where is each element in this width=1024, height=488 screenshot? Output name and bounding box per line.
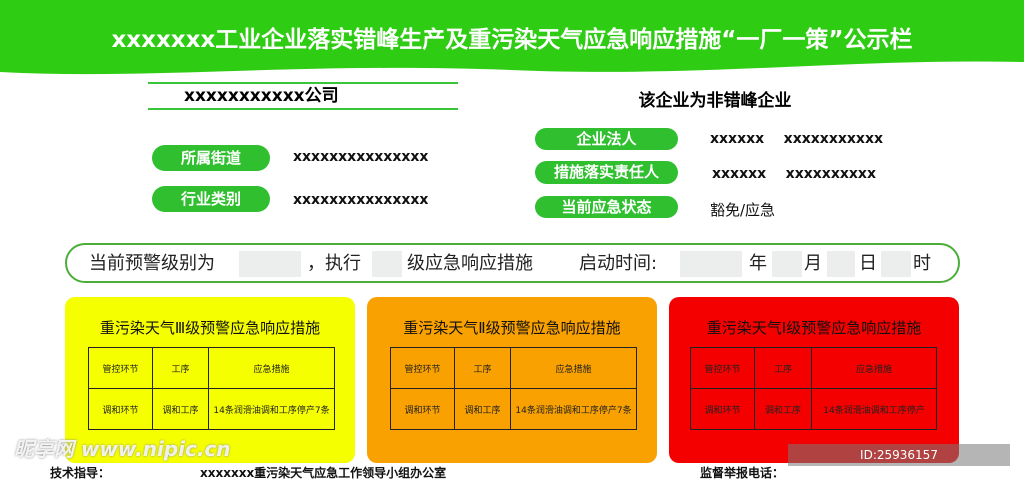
company-name: xxxxxxxxxxx公司 xyxy=(148,82,458,110)
value-industry: xxxxxxxxxxxxxxx xyxy=(293,192,429,208)
header-cell: 工序 xyxy=(454,347,511,389)
header-cell: 应急措施 xyxy=(510,347,637,389)
warning-text-2: ，执行 xyxy=(307,253,361,274)
card-title: 重污染天气Ⅱ级预警应急响应措施 xyxy=(403,319,621,337)
card-title: 重污染天气Ⅰ级预警应急响应措施 xyxy=(706,319,922,337)
day-field[interactable] xyxy=(827,251,855,277)
start-time-label: 启动时间: xyxy=(579,253,658,274)
header-cell: 应急措施 xyxy=(811,347,937,389)
table-cell: 调和工序 xyxy=(454,388,511,430)
table-cell: 14条润滑油调和工序停产7条 xyxy=(510,388,637,430)
header-cell: 工序 xyxy=(754,347,812,389)
value-emergency-status: 豁免/应急 xyxy=(710,201,776,219)
month-field[interactable] xyxy=(772,251,802,277)
warning-text-3: 级应急响应措施 xyxy=(407,253,533,274)
table-cell: 调和环节 xyxy=(390,388,455,430)
label-industry: 行业类别 xyxy=(152,186,270,212)
value-responsible-person: xxxxxx xxxxxxxxxx xyxy=(712,166,876,182)
watermark: 昵享网 www.nipic.cn xyxy=(14,437,231,461)
image-id-overlay: ID:25936157 NO:20181113113844518000 xyxy=(788,444,1010,484)
card-title: 重污染天气Ⅲ级预警应急响应措施 xyxy=(99,319,321,337)
hour-label: 时 xyxy=(913,253,931,274)
footer-guidance-label: 技术指导： xyxy=(50,466,111,480)
warning-text-1: 当前预警级别为 xyxy=(89,253,215,274)
label-emergency-status: 当前应急状态 xyxy=(535,196,678,218)
month-label: 月 xyxy=(804,253,822,274)
header-cell: 管控环节 xyxy=(88,347,153,389)
year-field[interactable] xyxy=(680,251,742,277)
header-band xyxy=(0,0,1024,75)
header-cell: 应急措施 xyxy=(208,347,335,389)
footer-hotline-label: 监督举报电话： xyxy=(700,466,785,480)
header-cell: 管控环节 xyxy=(690,347,755,389)
table-cell: 调和环节 xyxy=(88,388,153,430)
label-responsible-person: 措施落实责任人 xyxy=(535,161,678,184)
warning-level-bar: 当前预警级别为 ，执行 级应急响应措施 启动时间: 年 月 日 时 xyxy=(65,243,960,283)
table-cell: 14条润滑油调和工序停产7条 xyxy=(208,388,335,430)
hour-field[interactable] xyxy=(881,251,911,277)
table-cell: 调和工序 xyxy=(754,388,812,430)
day-label: 日 xyxy=(859,253,877,274)
response-level-field[interactable] xyxy=(372,251,402,277)
label-street: 所属街道 xyxy=(152,145,270,171)
label-legal-person: 企业法人 xyxy=(535,128,678,150)
page-title: xxxxxxx工业企业落实错峰生产及重污染天气应急响应措施“一厂一策”公示栏 xyxy=(111,27,913,53)
table-cell: 调和环节 xyxy=(690,388,755,430)
table-cell: 14条润滑油调和工序停产 xyxy=(811,388,937,430)
footer-guidance-value: xxxxxxx重污染天气应急工作领导小组办公室 xyxy=(200,466,447,480)
warning-level-field[interactable] xyxy=(239,251,301,277)
table-cell: 调和工序 xyxy=(152,388,209,430)
header-cell: 管控环节 xyxy=(390,347,455,389)
peak-status-heading: 该企业为非错峰企业 xyxy=(638,91,792,111)
header-cell: 工序 xyxy=(152,347,209,389)
value-street: xxxxxxxxxxxxxxx xyxy=(293,149,429,165)
year-label: 年 xyxy=(749,253,767,274)
value-legal-person: xxxxxx xxxxxxxxxxx xyxy=(710,131,884,147)
